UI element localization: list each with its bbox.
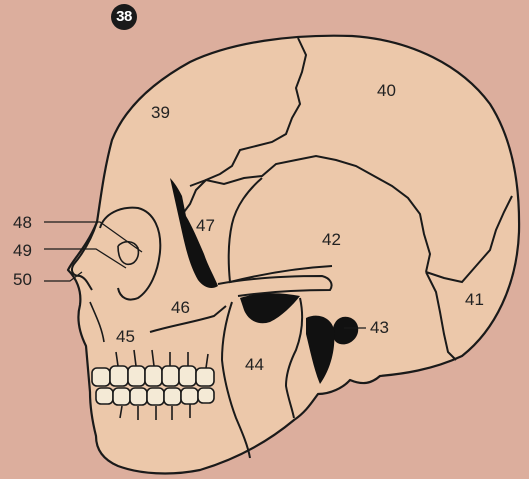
region-label-41: 41 [465, 290, 484, 309]
pointer-label-49: 49 [13, 241, 32, 260]
region-label-47: 47 [196, 216, 215, 235]
region-label-46: 46 [171, 298, 190, 317]
pointer-label-50: 50 [13, 270, 32, 289]
skull-outline [68, 36, 519, 474]
region-label-39: 39 [151, 103, 170, 122]
pointer-label-48: 48 [13, 213, 32, 232]
region-label-44: 44 [245, 355, 264, 374]
region-label-45: 45 [116, 327, 135, 346]
region-label-42: 42 [322, 230, 341, 249]
region-label-40: 40 [377, 81, 396, 100]
region-label-43: 43 [370, 318, 389, 337]
